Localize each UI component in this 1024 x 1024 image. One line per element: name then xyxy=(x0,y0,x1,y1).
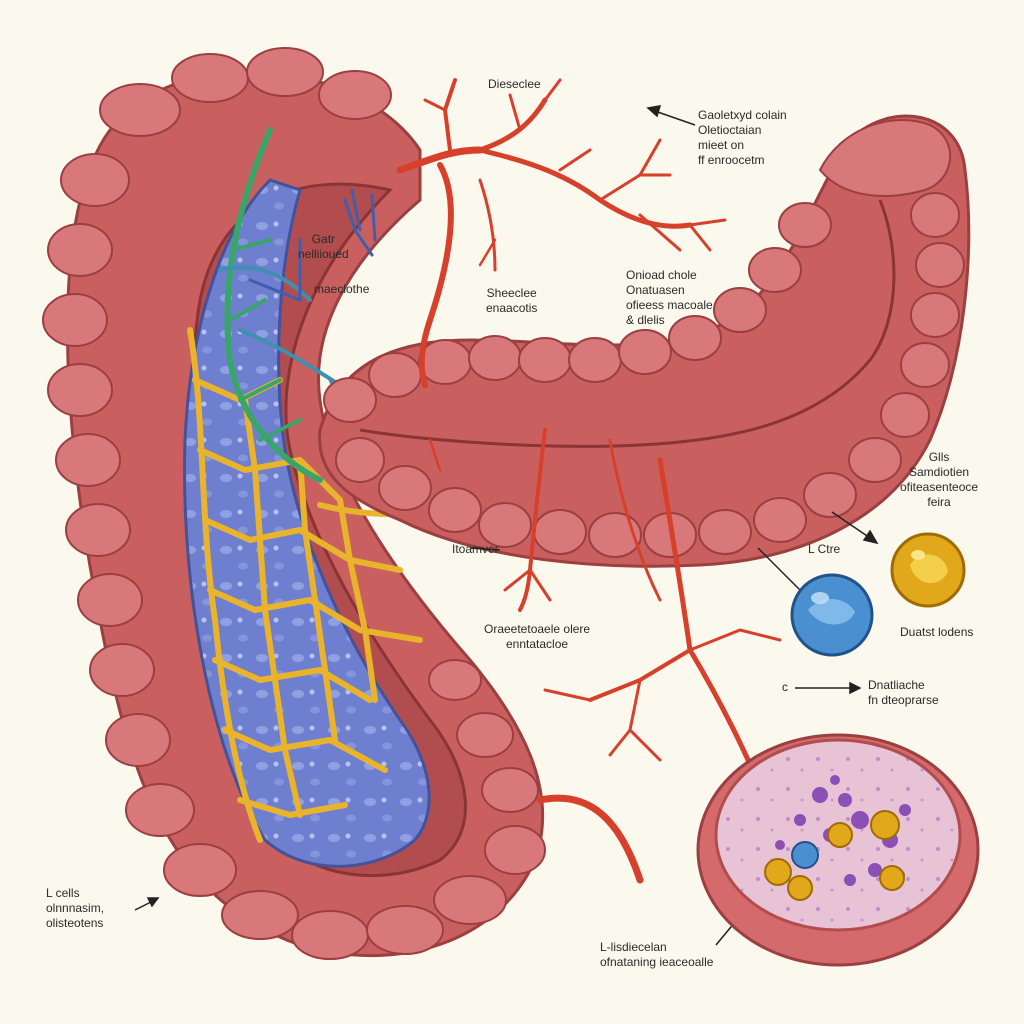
label-center-left: Itoamver xyxy=(452,542,499,556)
label-bottom-left: L cells olnnnasim, olisteotens xyxy=(46,886,105,930)
blood-vessels xyxy=(396,78,782,884)
label-left-mid: Gatr nelliioued xyxy=(298,232,349,261)
tissue-dish xyxy=(696,733,980,967)
left-intestine-segment xyxy=(42,47,546,960)
pointer-lines xyxy=(134,105,879,946)
label-top-center: Dieseclee xyxy=(488,77,541,91)
label-bottom-center: L-lisdiecelan ofnataning ieaceoalle xyxy=(600,940,714,969)
label-right-cells: Glls Samdiotien ofiteasenteoce feira xyxy=(900,450,979,509)
blue-cell xyxy=(790,573,874,657)
label-arrow-prefix: c xyxy=(782,680,788,694)
label-top-right: Gaoletxyd colain Oletioctaian mieet on f… xyxy=(698,108,787,167)
right-intestine-segment xyxy=(318,114,971,568)
label-left-mid-side: maeclothe xyxy=(314,282,370,296)
label-center-mid: Sheeclee enaacotis xyxy=(486,286,538,315)
label-center-lower: Oraeetetoaele olere enntatacloe xyxy=(484,622,591,651)
label-right-mid: Onioad chole Onatuasen ofieess macoale &… xyxy=(626,268,713,327)
gold-cell xyxy=(890,532,966,608)
label-arrow-right: Dnatliache fn dteoprarse xyxy=(868,678,939,707)
label-gold-cell: Duatst lodens xyxy=(900,625,974,639)
label-blue-cell: L Ctre xyxy=(808,542,841,556)
